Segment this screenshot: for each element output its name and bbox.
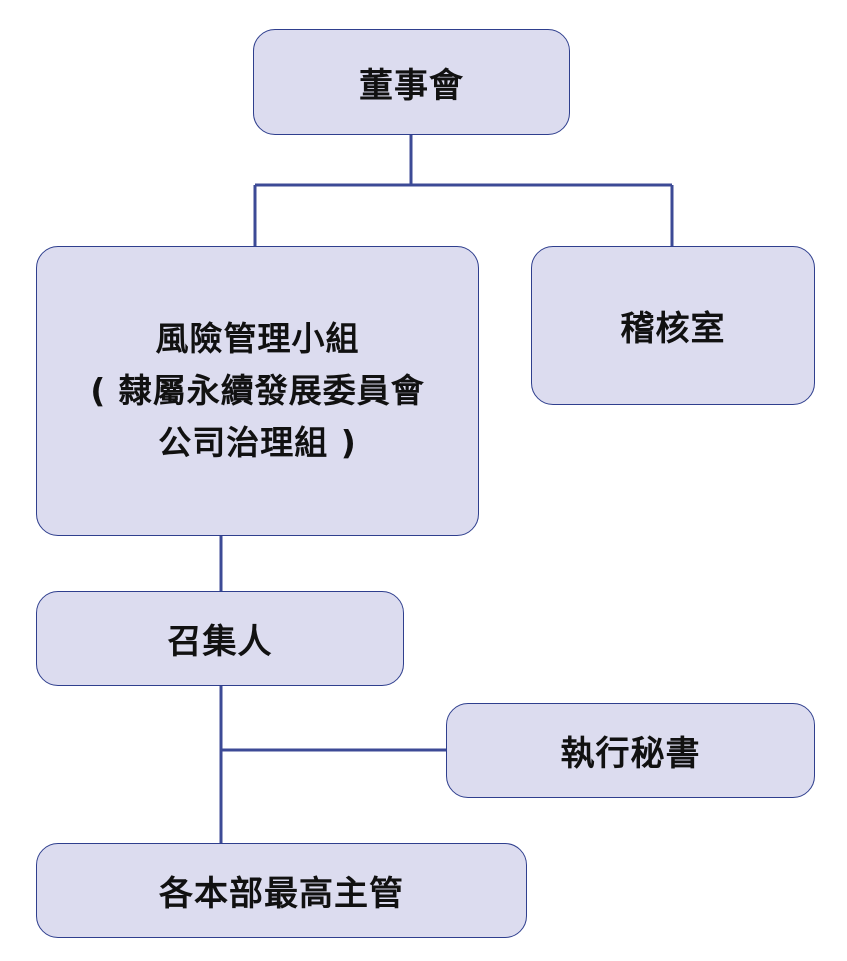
risk-group-title: 風險管理小組: [155, 319, 360, 358]
risk-group-subunit: 公司治理組 ): [158, 423, 357, 462]
audit-office-box: 稽核室: [531, 246, 815, 405]
unit-heads-box: 各本部最高主管: [36, 843, 527, 938]
convener-label: 召集人: [167, 622, 273, 662]
board-label: 董事會: [359, 65, 464, 106]
board-of-directors-box: 董事會: [253, 29, 570, 135]
secretary-label: 執行秘書: [560, 734, 701, 774]
risk-group-affiliation: ( 隸屬永續發展委員會: [90, 371, 425, 410]
audit-label: 稽核室: [620, 309, 726, 349]
convener-box: 召集人: [36, 591, 404, 686]
executive-secretary-box: 執行秘書: [446, 703, 815, 798]
unit-heads-label: 各本部最高主管: [159, 874, 404, 914]
risk-management-group-box: 風險管理小組 ( 隸屬永續發展委員會 公司治理組 ): [36, 246, 479, 536]
